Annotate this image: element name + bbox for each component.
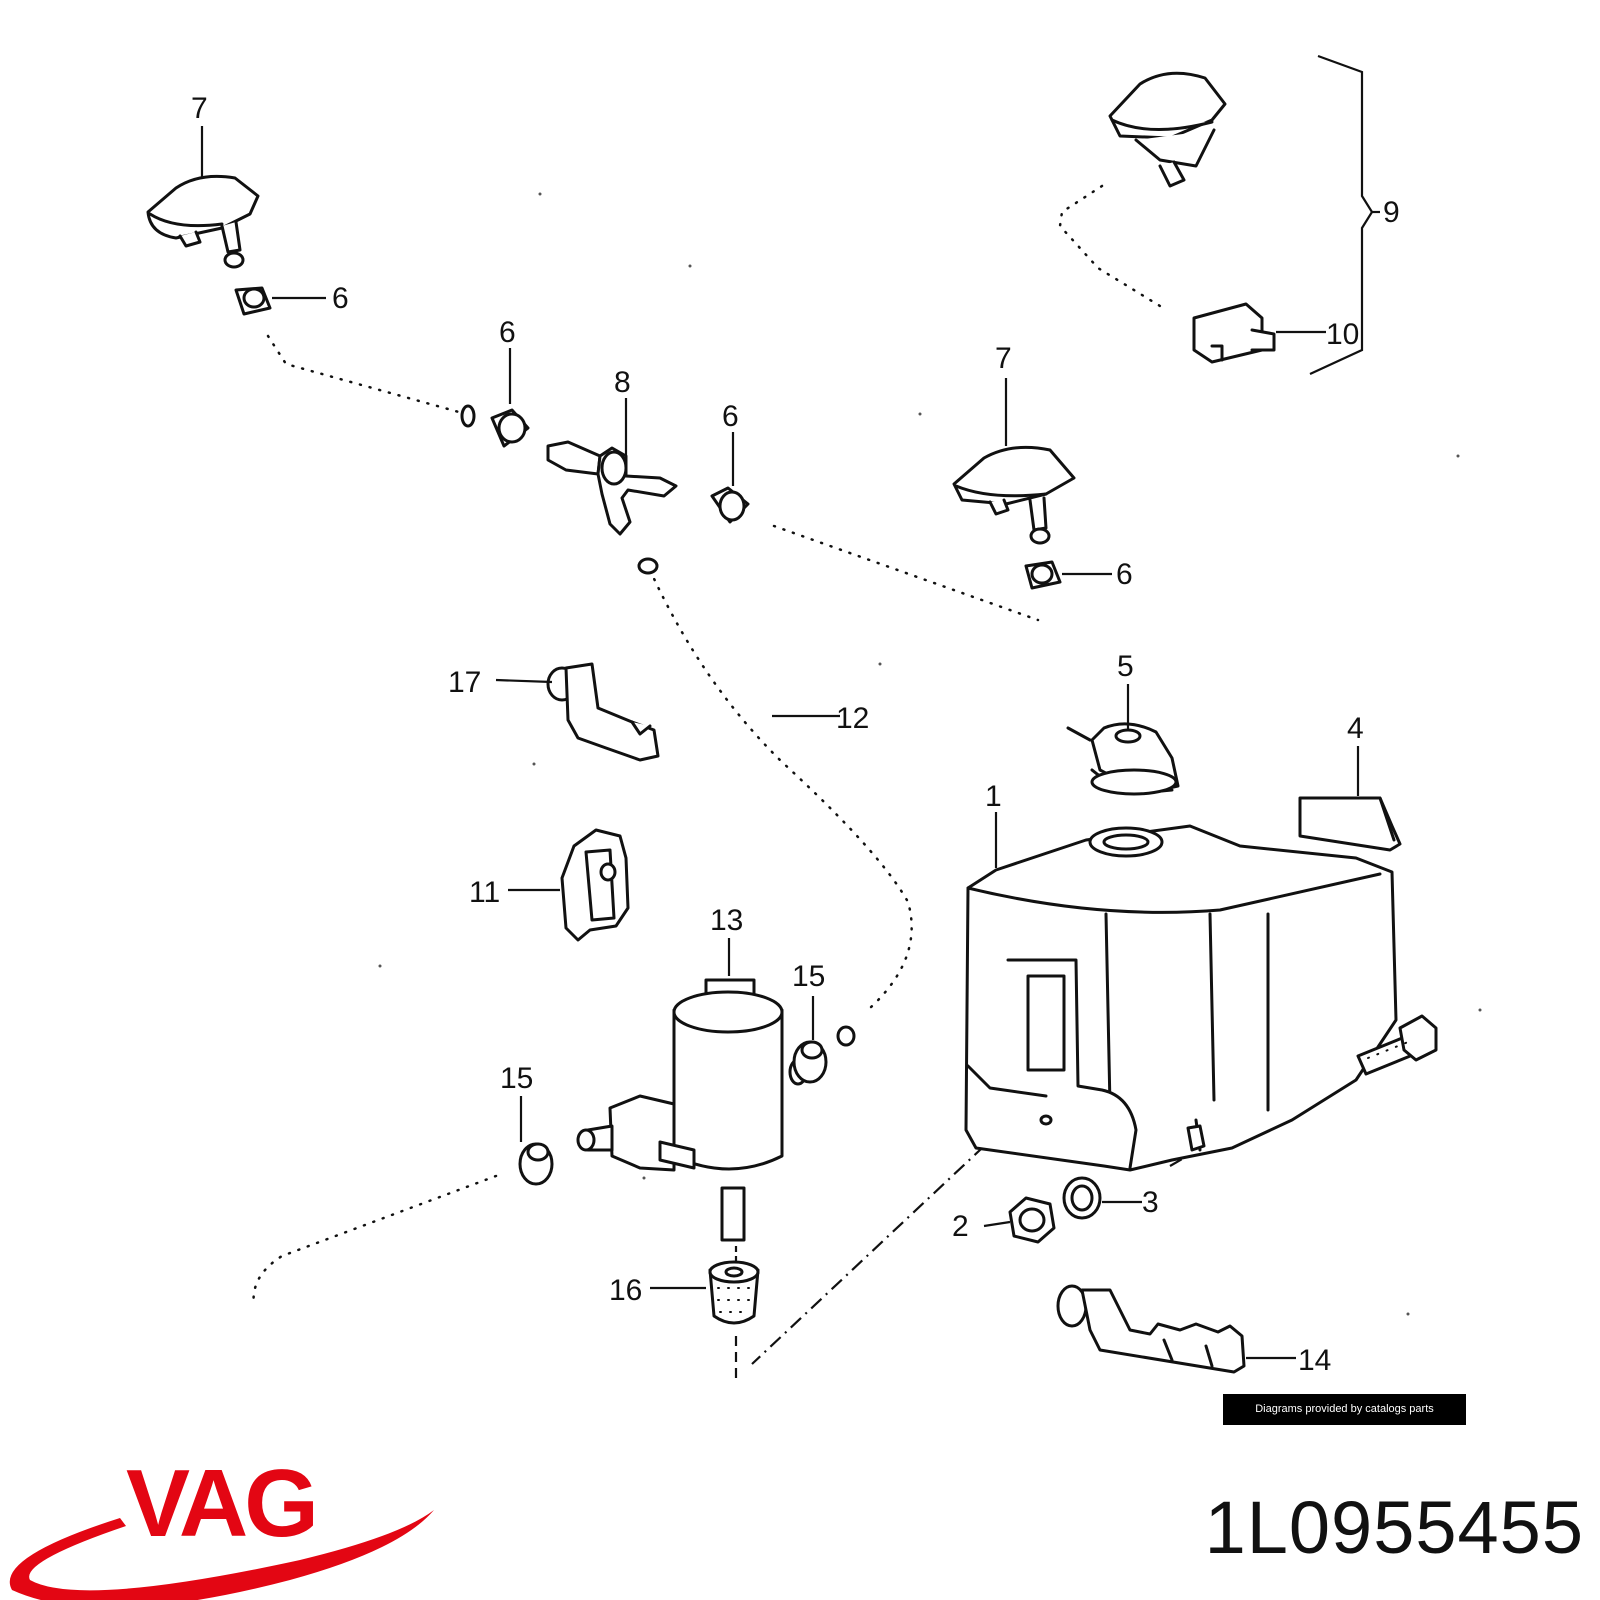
washer-hose-left	[258, 322, 476, 428]
hose-clamp-15-right[interactable]	[792, 1040, 828, 1084]
callout-16: 16	[609, 1274, 642, 1307]
filler-cap-5[interactable]	[1066, 722, 1180, 796]
rubber-grommet-6c[interactable]	[710, 486, 750, 524]
callout-6-b: 6	[499, 316, 516, 349]
washer-nozzle-right[interactable]	[952, 445, 1076, 545]
diagram-credit-banner: Diagrams provided by catalogs parts	[1223, 1394, 1466, 1425]
washer-nozzle-left[interactable]	[146, 174, 260, 269]
callout-1: 1	[985, 780, 1002, 813]
hose-clip-17[interactable]	[546, 662, 660, 762]
part-number: 1L0955455	[1204, 1486, 1584, 1569]
callout-5: 5	[1117, 650, 1134, 683]
callout-7-left: 7	[191, 92, 208, 125]
seal-strip-4[interactable]	[1298, 796, 1402, 852]
washer-3[interactable]	[1062, 1176, 1102, 1220]
pump-grommet-16[interactable]	[708, 1260, 760, 1325]
heated-nozzle-assembly[interactable]	[1049, 71, 1276, 364]
pump-hose-12	[637, 557, 925, 1047]
logo-swoosh	[9, 1510, 434, 1600]
callout-15-left: 15	[500, 1062, 533, 1095]
holder-11[interactable]	[560, 828, 630, 942]
rubber-grommet-6b[interactable]	[490, 408, 530, 448]
vag-logo: VAG	[9, 1450, 434, 1600]
mounting-bolt[interactable]	[1356, 1014, 1438, 1076]
callout-14: 14	[1298, 1344, 1331, 1377]
hose-clamp-15-left[interactable]	[518, 1142, 554, 1186]
washer-hose-right	[764, 518, 1062, 630]
retaining-bracket-14[interactable]	[1056, 1284, 1246, 1374]
callout-11: 11	[469, 876, 500, 909]
tee-connector[interactable]	[546, 440, 678, 536]
callout-6-d: 6	[1116, 558, 1133, 591]
hex-nut-2[interactable]	[1008, 1196, 1056, 1244]
callout-17: 17	[448, 666, 481, 699]
callout-6-c: 6	[722, 400, 739, 433]
print-speckles	[378, 192, 1482, 1316]
callout-3: 3	[1142, 1186, 1159, 1219]
callout-12: 12	[836, 702, 869, 735]
callout-4: 4	[1347, 712, 1364, 745]
washer-pump-13[interactable]	[576, 978, 808, 1242]
callout-6-a: 6	[332, 282, 349, 315]
pump-hose-lower	[243, 1166, 508, 1320]
callout-13: 13	[710, 904, 743, 937]
callout-8: 8	[614, 366, 631, 399]
callout-2: 2	[952, 1210, 969, 1243]
callout-7-right: 7	[995, 342, 1012, 375]
callout-9: 9	[1383, 196, 1400, 229]
rubber-grommet-6d[interactable]	[1024, 560, 1062, 590]
brand-name: VAG	[126, 1450, 315, 1557]
rubber-grommet-6a[interactable]	[234, 286, 272, 316]
washer-reservoir-1[interactable]	[964, 824, 1398, 1172]
callout-15-right: 15	[792, 960, 825, 993]
callout-10: 10	[1326, 318, 1359, 351]
